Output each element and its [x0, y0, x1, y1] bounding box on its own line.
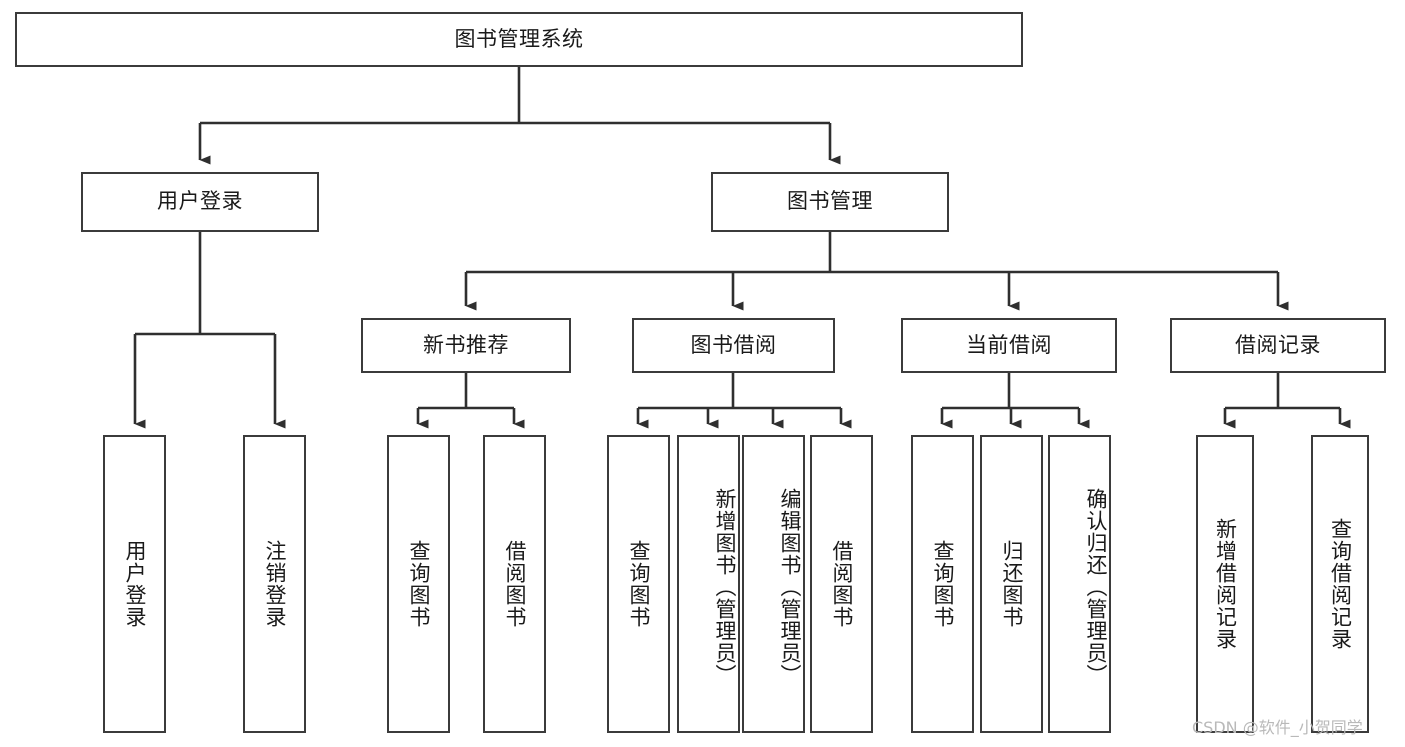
node-root-book-management-system[interactable]: 图书管理系统 — [15, 12, 1023, 67]
leaf-return-books[interactable]: 归还图书 — [980, 435, 1043, 733]
leaf-logout[interactable]: 注销登录 — [243, 435, 306, 733]
node-book-borrowing[interactable]: 图书借阅 — [632, 318, 835, 373]
leaf-edit-book-admin[interactable]: 编辑图书（管理员） — [742, 435, 805, 733]
node-label: 归还图书 — [999, 540, 1024, 628]
edges-record-to-leaves — [1223, 373, 1351, 429]
node-label: 查询借阅记录 — [1328, 518, 1353, 650]
node-label: 确认归还（管理员） — [1084, 488, 1108, 686]
node-label: 图书管理 — [787, 189, 873, 214]
leaf-confirm-return-admin[interactable]: 确认归还（管理员） — [1048, 435, 1111, 733]
node-new-book-recommendation[interactable]: 新书推荐 — [361, 318, 571, 373]
node-label: 当前借阅 — [966, 332, 1052, 357]
node-label: 新书推荐 — [423, 332, 509, 357]
node-label: 借阅图书 — [502, 540, 527, 628]
leaf-user-login[interactable]: 用户登录 — [103, 435, 166, 733]
node-label: 图书借阅 — [690, 332, 777, 357]
node-borrowing-record[interactable]: 借阅记录 — [1170, 318, 1386, 373]
edges-current-to-leaves — [940, 373, 1090, 429]
node-book-management[interactable]: 图书管理 — [711, 172, 949, 232]
node-label: 查询图书 — [930, 540, 955, 628]
leaf-query-borrow-record[interactable]: 查询借阅记录 — [1311, 435, 1369, 733]
edges-userlogin-to-leaves — [133, 232, 286, 429]
leaf-query-books-borrow[interactable]: 查询图书 — [607, 435, 670, 733]
node-label: 用户登录 — [122, 540, 147, 628]
node-label: 查询图书 — [626, 540, 651, 628]
leaf-borrow-books-newbook[interactable]: 借阅图书 — [483, 435, 546, 733]
node-current-borrowing[interactable]: 当前借阅 — [901, 318, 1117, 373]
leaf-query-books-current[interactable]: 查询图书 — [911, 435, 974, 733]
leaf-query-books-newbook[interactable]: 查询图书 — [387, 435, 450, 733]
node-label: 图书管理系统 — [454, 26, 584, 51]
edges-bookmgmt-to-level3 — [464, 232, 1289, 311]
edges-borrow-to-leaves — [636, 373, 852, 429]
node-label: 借阅图书 — [829, 540, 854, 628]
leaf-borrow-books-borrow[interactable]: 借阅图书 — [810, 435, 873, 733]
leaf-add-borrow-record[interactable]: 新增借阅记录 — [1196, 435, 1254, 733]
edges-root-to-level2 — [198, 67, 841, 165]
node-user-login[interactable]: 用户登录 — [81, 172, 319, 232]
node-label: 查询图书 — [406, 540, 431, 628]
edges-newbook-to-leaves — [416, 373, 525, 429]
node-label: 借阅记录 — [1235, 332, 1321, 357]
node-label: 新增借阅记录 — [1213, 518, 1238, 650]
leaf-add-book-admin[interactable]: 新增图书（管理员） — [677, 435, 740, 733]
node-label: 注销登录 — [262, 540, 287, 628]
node-label: 用户登录 — [157, 189, 243, 214]
node-label: 编辑图书（管理员） — [778, 488, 802, 686]
node-label: 新增图书（管理员） — [713, 488, 737, 686]
